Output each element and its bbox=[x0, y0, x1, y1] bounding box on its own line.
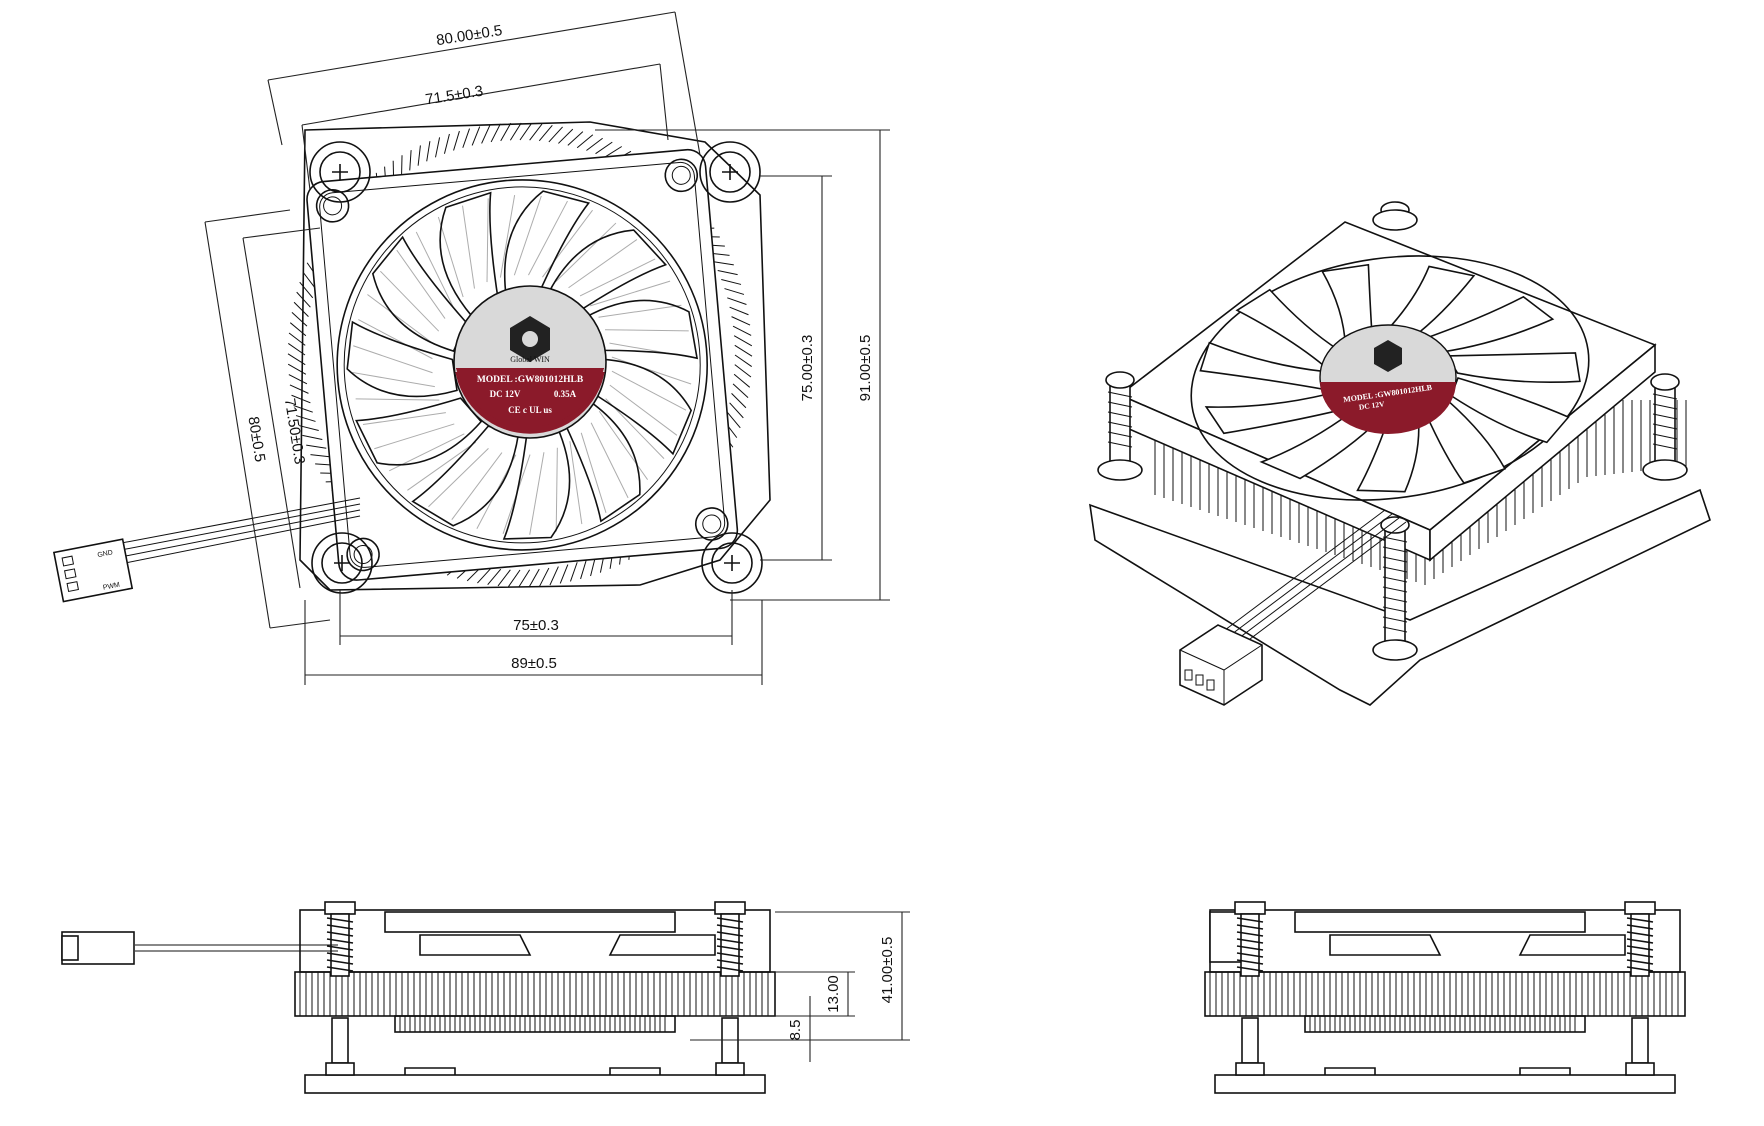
iso-fan-blades bbox=[1199, 263, 1581, 493]
fan-blades bbox=[346, 190, 699, 540]
dim-base-gap-text: 8.5 bbox=[787, 1020, 804, 1041]
dim-fan-hole-pitch-text: 71.5±0.3 bbox=[424, 83, 484, 109]
iso-base-plate bbox=[1089, 488, 1711, 706]
dim-fan-height: 80±0.5 bbox=[204, 209, 331, 629]
dim-base-gap: 8.5 bbox=[690, 996, 815, 1062]
iso-fan-side bbox=[1429, 343, 1656, 562]
iso-connector bbox=[1179, 624, 1263, 706]
dim-mount-pitch-v-text: 75.00±0.3 bbox=[799, 335, 816, 402]
side-cable bbox=[135, 944, 338, 952]
dim-fan-width-text: 80.00±0.5 bbox=[435, 22, 503, 49]
fan-screw-hole-bl bbox=[346, 537, 380, 572]
fan-screw-hole-tr bbox=[664, 158, 699, 193]
dim-fin-height: 13.00 bbox=[690, 971, 855, 1017]
dim-fin-height-text: 13.00 bbox=[825, 975, 842, 1013]
iso-brand-logo-icon bbox=[1374, 340, 1402, 372]
dim-base-width-text: 89±0.5 bbox=[511, 655, 557, 672]
dim-base-width: 89±0.5 bbox=[304, 600, 763, 685]
iso-hub-label: MODEL :GW801012HLB DC 12V bbox=[1319, 324, 1457, 434]
side-view-right bbox=[1204, 901, 1686, 1094]
dim-mount-pitch-h: 75±0.3 bbox=[339, 590, 733, 645]
label-brand: Global WIN bbox=[510, 355, 550, 364]
side-spring-posts bbox=[324, 901, 746, 1076]
dim-base-height-text: 91.00±0.5 bbox=[857, 335, 874, 402]
side-heatsink-fins bbox=[294, 971, 776, 1033]
side-view-left: 41.00±0.5 13.00 8.5 bbox=[61, 901, 910, 1094]
side-connector bbox=[61, 931, 135, 965]
mount-screw-bl bbox=[311, 532, 373, 594]
side-base-plate bbox=[304, 1074, 766, 1094]
side-r-heatsink-fins bbox=[1204, 971, 1686, 1033]
dim-mount-pitch-h-text: 75±0.3 bbox=[513, 617, 559, 634]
fan-frame-inner bbox=[319, 161, 726, 568]
side-r-base-plate bbox=[1214, 1074, 1676, 1094]
mount-screw-tr bbox=[699, 141, 761, 203]
connector-mark-gnd: GND bbox=[97, 549, 114, 559]
fan-shroud bbox=[336, 179, 708, 551]
dim-fan-height-text: 80±0.5 bbox=[244, 415, 268, 463]
fan-cable bbox=[94, 497, 361, 570]
fan-hub-label: Global WIN MODEL :GW801012HLB DC 12V 0.3… bbox=[453, 285, 607, 439]
label-current: 0.35A bbox=[554, 389, 577, 399]
mount-screw-tl bbox=[309, 141, 371, 203]
label-voltage: DC 12V bbox=[490, 389, 521, 399]
fan-connector: GND PWM bbox=[52, 538, 134, 603]
iso-fan-shroud bbox=[1190, 255, 1590, 501]
dim-mount-pitch-v: 75.00±0.3 bbox=[760, 175, 832, 561]
label-model: MODEL :GW801012HLB bbox=[477, 375, 584, 385]
iso-mount-posts bbox=[1097, 201, 1688, 661]
connector-mark-pwm: PWM bbox=[102, 582, 120, 592]
label-certs: CE c UL us bbox=[508, 405, 552, 415]
iso-cable bbox=[1224, 509, 1407, 643]
dim-total-height-text: 41.00±0.5 bbox=[879, 937, 896, 1004]
iso-label-voltage: DC 12V bbox=[1358, 399, 1385, 412]
isometric-view: MODEL :GW801012HLB DC 12V bbox=[1089, 201, 1711, 706]
side-r-spring-posts bbox=[1234, 901, 1656, 1076]
dim-base-height: 91.00±0.5 bbox=[595, 129, 890, 601]
top-view: Global WIN MODEL :GW801012HLB DC 12V 0.3… bbox=[52, 11, 890, 685]
